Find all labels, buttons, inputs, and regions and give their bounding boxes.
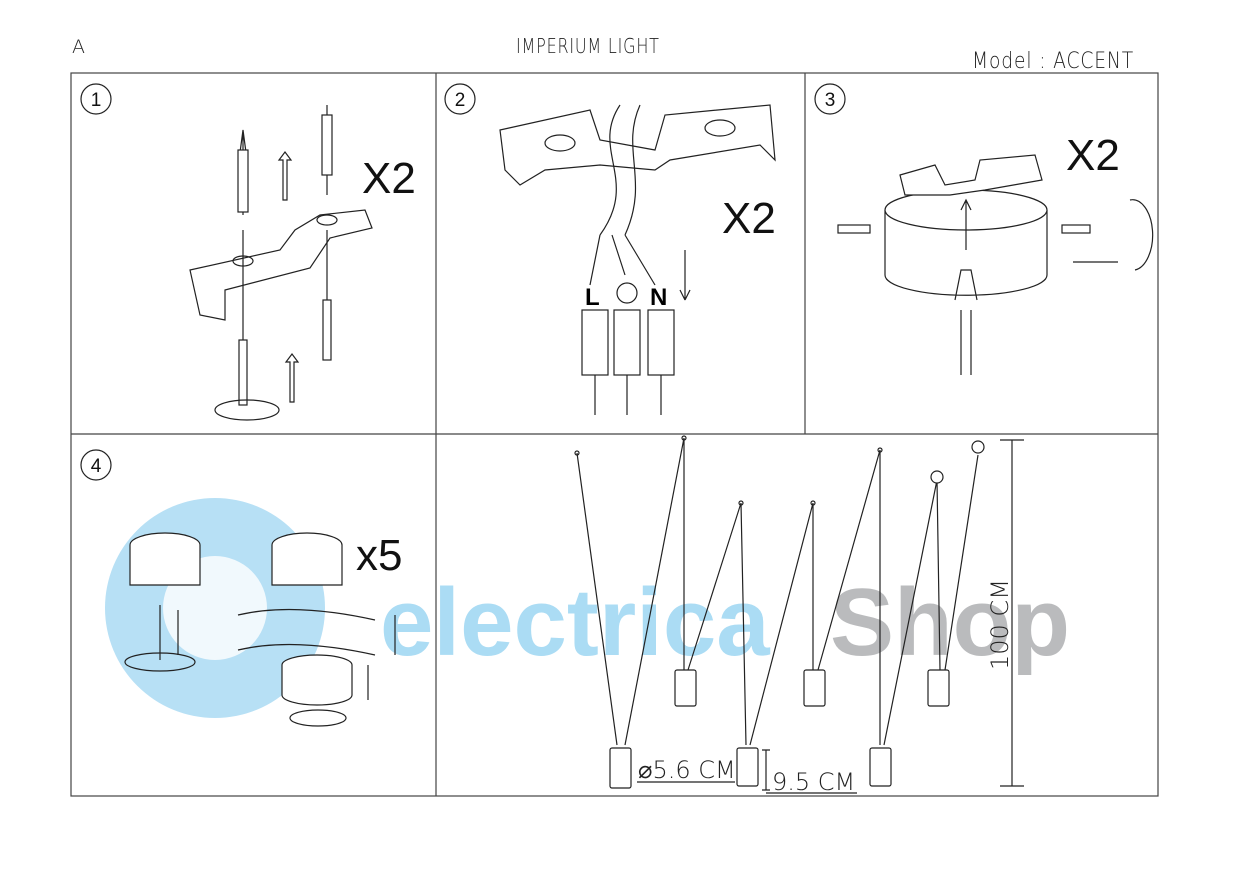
watermark-text-blue: electrica	[380, 569, 770, 676]
svg-text:1: 1	[91, 90, 102, 111]
earth-icon	[616, 282, 638, 304]
step-4-multiplier: x5	[356, 531, 402, 580]
step-2-number: 2	[444, 83, 476, 115]
step-3-multiplier: X2	[1066, 131, 1120, 180]
svg-text:3: 3	[825, 90, 836, 111]
cable-fixing-illustration	[124, 532, 396, 727]
brand-title: IMPERIUM LIGHT	[516, 34, 660, 58]
diameter-label: ⌀5.6 CM	[638, 756, 736, 784]
terminal-neutral-label: N	[650, 284, 667, 311]
length-label: 100 CM	[986, 579, 1014, 670]
step-4-number: 4	[80, 449, 112, 481]
step-1-number: 1	[80, 83, 112, 115]
watermark-text-gray: Shop	[830, 569, 1070, 676]
model-label: Model : ACCENT	[972, 49, 1135, 74]
svg-text:2: 2	[455, 90, 466, 111]
page-letter: A	[72, 36, 86, 58]
step-3-number: 3	[814, 83, 846, 115]
svg-text:4: 4	[91, 456, 102, 477]
step-1-multiplier: X2	[362, 154, 416, 203]
panel-grid	[70, 72, 1159, 797]
pendant-layout-illustration	[574, 435, 1024, 794]
canopy-illustration	[837, 154, 1154, 375]
wiring-illustration: L N	[499, 104, 776, 415]
step-2-multiplier: X2	[722, 194, 776, 243]
terminal-live-label: L	[585, 284, 600, 311]
bracket-mounting-illustration	[189, 105, 373, 421]
height-label: 9.5 CM	[772, 768, 855, 796]
